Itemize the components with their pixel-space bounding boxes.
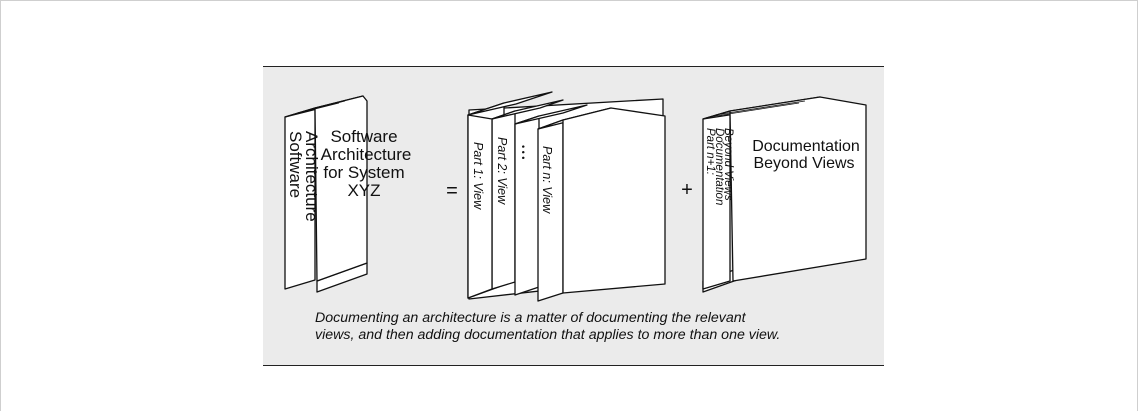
book1-spine-line1: Software: [286, 131, 305, 198]
book1-spine-line2: Architecture: [302, 131, 321, 222]
architecture-documentation-figure: Software Architecture Software Architect…: [263, 66, 884, 366]
book1-cover: [314, 95, 368, 282]
binder-part2-top: [491, 99, 564, 120]
binder-ellipsis-label: • • •: [518, 145, 528, 159]
binder-part1-label: Part 1: View: [471, 142, 485, 210]
figure-caption: Documenting an architecture is a matter …: [315, 310, 875, 344]
book3-spine-line1: Part n+1:: [704, 128, 716, 175]
binder-ellipsis: [514, 115, 540, 296]
book1-cover-line3: for System: [323, 163, 404, 182]
book1-cover-line4: XYZ: [347, 181, 380, 200]
caption-line1: Documenting an architecture is a matter …: [315, 310, 746, 326]
book3-cover-line2: Beyond Views: [753, 155, 854, 172]
binder-part2-label: Part 2: View: [495, 137, 509, 205]
book1-cover-line1: Software: [330, 127, 397, 146]
book3-spine-line3: Beyond Views: [722, 128, 734, 201]
book3-spine-line2: Documentation: [713, 128, 725, 205]
book1-cover-line2: Architecture: [321, 145, 412, 164]
binder-partn-label: Part n: View: [540, 146, 554, 214]
equals-sign: =: [446, 180, 458, 202]
figure-drawing: Software Architecture Software Architect…: [284, 91, 867, 302]
book-documentation-beyond-views: [702, 96, 867, 293]
binder-part1-spine: [467, 114, 493, 299]
binder-ellipsis-top: [514, 104, 588, 125]
book-software-architecture: [284, 95, 368, 293]
binder-partn-cover: [562, 107, 666, 294]
caption-line2: views, and then adding documentation tha…: [315, 327, 781, 343]
book3-cover: [729, 96, 867, 282]
binder-part1-top: [467, 91, 553, 116]
plus-sign: +: [681, 179, 693, 201]
book3-cover-line1: Documentation: [752, 138, 860, 155]
view-binders: [467, 91, 666, 302]
